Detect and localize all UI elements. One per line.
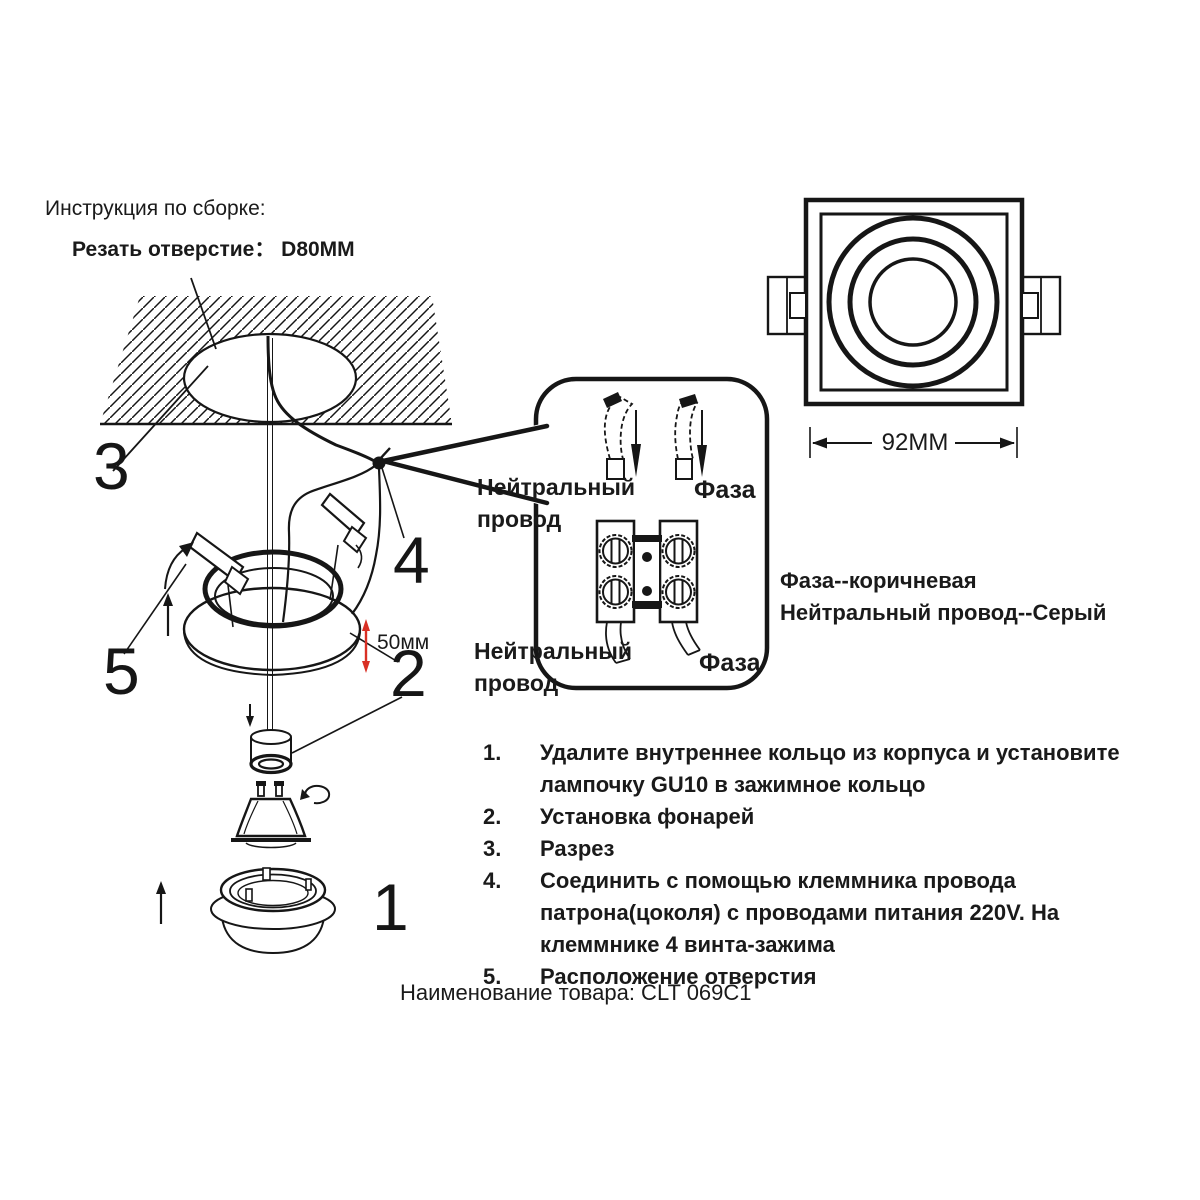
lamp-socket-drawing: [246, 704, 293, 775]
neutral-wire-label-bottom-line2: провод: [474, 670, 559, 696]
depth-dimension-arrow: [362, 619, 370, 673]
width-dimension-drawing: [809, 427, 1018, 458]
instruction-item-2: 2. Установка фонарей: [483, 801, 1163, 833]
instruction-item-5: 5. Расположение отверстия: [483, 961, 1163, 993]
instruction-item-2-text: Установка фонарей: [540, 801, 754, 833]
instruction-item-2-number: 2.: [483, 804, 502, 829]
instruction-line: Установка фонарей: [540, 804, 755, 829]
fixture-top-view-drawing: [766, 197, 1062, 407]
instruction-line: Расположение отверстия: [540, 964, 817, 989]
instruction-item-3-text: Разрез: [540, 833, 614, 865]
wiring-callout-bubble: [380, 376, 770, 691]
instruction-item-3: 3. Разрез: [483, 833, 1163, 865]
fixture-housing-drawing: [123, 492, 403, 754]
instruction-item-5-number: 5.: [483, 964, 502, 989]
neutral-wire-label-top-line2: провод: [477, 506, 562, 532]
instruction-line: лампочку GU10 в зажимное кольцо: [540, 772, 926, 797]
product-name: Наименование товара: CLT 069C1: [400, 980, 752, 1005]
wiring-color-note-line1: Фаза--коричневая: [780, 568, 977, 593]
wire-junction-dot: [372, 456, 386, 470]
instruction-list: 1. Удалите внутреннее кольцо из корпуса …: [483, 737, 1163, 993]
terminal-block-drawing: [595, 519, 701, 664]
ceiling-cutout-drawing: [100, 277, 452, 472]
phase-label-top: Фаза: [694, 476, 756, 504]
part-label-4: 4: [393, 523, 430, 597]
neutral-wire-label-bottom-line1: Нейтральный: [474, 638, 633, 664]
cut-hole-subtitle: Резать отверстие： D80MM: [72, 238, 355, 261]
phase-label-bottom: Фаза: [699, 649, 761, 677]
stripped-wires-drawing: [603, 392, 707, 480]
part-label-2: 2: [390, 636, 427, 710]
wiring-color-note: Фаза--коричневая Нейтральный провод--Сер…: [780, 565, 1106, 629]
neutral-wire-label-bottom: Нейтральный провод: [474, 635, 632, 699]
instruction-line: Соединить с помощью клеммника провода: [540, 868, 1016, 893]
instruction-line: патрона(цоколя) с проводами питания 220V…: [540, 900, 1060, 925]
instruction-item-5-text: Расположение отверстия: [540, 961, 817, 993]
instruction-item-4-text: Соединить с помощью клеммника провода па…: [540, 865, 1059, 961]
part-label-1: 1: [372, 870, 409, 944]
gu10-bulb-drawing: [231, 781, 331, 849]
part-label-3: 3: [93, 429, 130, 503]
instruction-item-4-number: 4.: [483, 868, 502, 893]
instruction-item-1-text: Удалите внутреннее кольцо из корпуса и у…: [540, 737, 1120, 801]
instruction-line: Разрез: [540, 836, 615, 861]
instruction-line: Удалите внутреннее кольцо из корпуса и у…: [540, 740, 1120, 765]
neutral-wire-label-top: Нейтральный провод: [477, 471, 635, 535]
neutral-wire-label-top-line1: Нейтральный: [477, 474, 636, 500]
wiring-color-note-line2: Нейтральный провод--Серый: [780, 600, 1107, 625]
clamp-ring-drawing: [156, 867, 336, 955]
instruction-item-3-number: 3.: [483, 836, 502, 861]
instruction-item-4: 4. Соединить с помощью клеммника провода…: [483, 865, 1163, 961]
page-title: Инструкция по сборке:: [45, 197, 266, 220]
instruction-line: клеммнике 4 винта-зажима: [540, 932, 835, 957]
instruction-item-1-number: 1.: [483, 740, 502, 765]
width-dimension-label: 92MM: [881, 429, 949, 456]
depth-dimension-label: 50мм: [377, 631, 430, 654]
part-label-5: 5: [103, 634, 140, 708]
instruction-item-1: 1. Удалите внутреннее кольцо из корпуса …: [483, 737, 1163, 801]
